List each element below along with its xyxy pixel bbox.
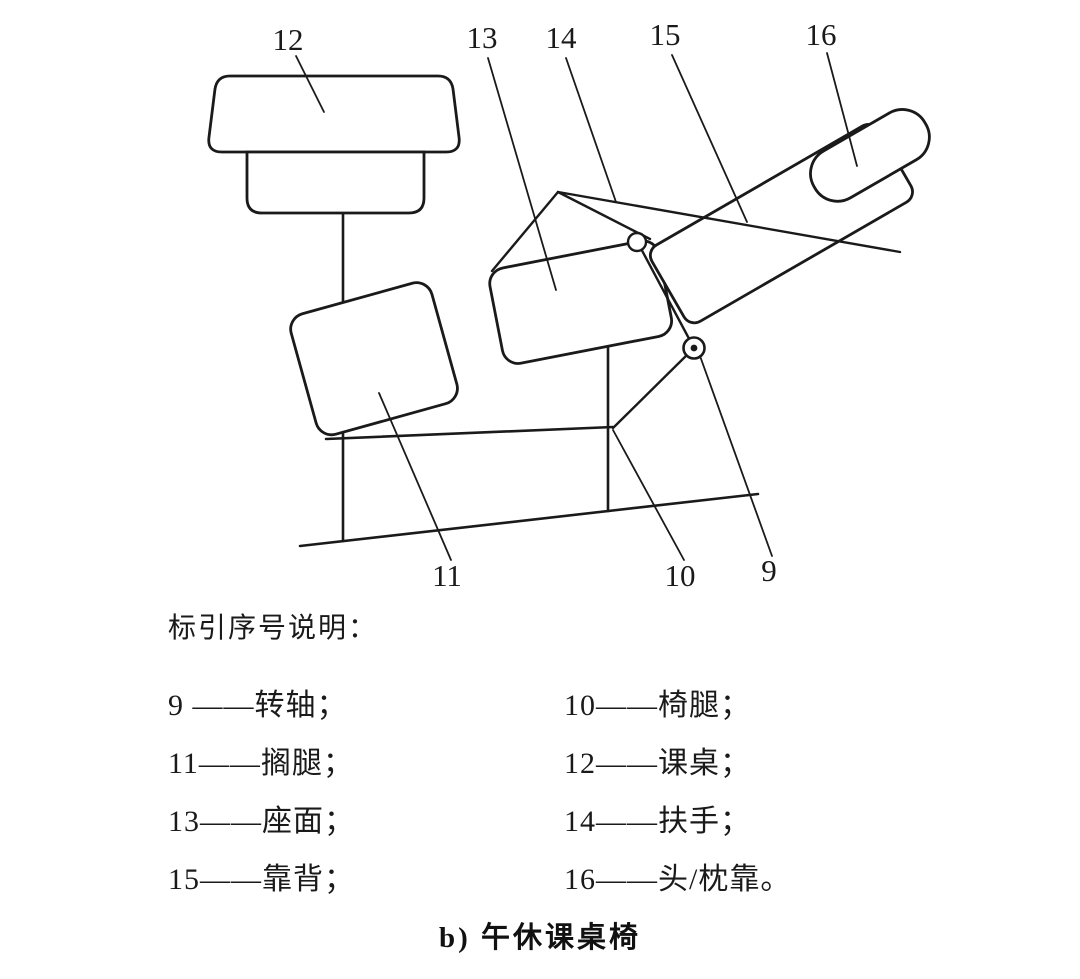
legend-title: 标引序号说明： <box>168 613 379 644</box>
leader-9 <box>699 355 773 557</box>
legend-item-14: 14——扶手； <box>564 805 751 838</box>
legend-item-12: 12——课桌； <box>564 747 751 780</box>
legend-item-15: 15——靠背； <box>168 863 355 896</box>
part-label-15: 15 <box>650 17 681 52</box>
base-rail <box>298 492 760 548</box>
part-label-16: 16 <box>806 17 837 52</box>
leader-14 <box>565 57 617 203</box>
leader-13 <box>487 57 557 291</box>
part-label-14: 14 <box>546 20 578 55</box>
leader-lines <box>295 52 858 561</box>
nap-desk-chair-diagram: 12 13 14 15 16 11 10 9 <box>207 17 931 593</box>
legend: 9 ——转轴； 10——椅腿； 11——搁腿； 12——课桌； 13——座面； … <box>168 680 791 912</box>
leader-15 <box>671 54 748 223</box>
desk-box <box>245 150 426 215</box>
leg-rest-panel <box>289 281 459 437</box>
link-leg <box>611 346 696 430</box>
legend-item-10: 10——椅腿； <box>564 689 751 722</box>
link-seat <box>636 241 696 350</box>
desk-top <box>207 74 461 154</box>
armrest-strut-left <box>490 190 560 273</box>
leader-16 <box>826 52 858 167</box>
seat-beam <box>324 425 615 441</box>
leader-11 <box>378 392 452 561</box>
legend-item-16: 16——头/枕靠。 <box>564 863 792 896</box>
armrest-mechanism <box>490 190 902 430</box>
armrest-strut-right <box>556 190 652 241</box>
legend-item-9: 9 ——转轴； <box>168 689 348 722</box>
desk <box>207 74 461 215</box>
part-label-11: 11 <box>432 558 462 593</box>
part-label-9: 9 <box>761 553 777 588</box>
figure-caption: b) 午休课桌椅 <box>438 922 642 954</box>
part-labels: 12 13 14 15 16 11 10 9 <box>273 17 837 593</box>
armrest-bar <box>556 190 902 254</box>
pivot-center <box>690 344 698 352</box>
part-label-13: 13 <box>467 20 498 55</box>
part-label-12: 12 <box>273 22 304 57</box>
legend-item-13: 13——座面； <box>168 805 355 838</box>
legend-item-11: 11——搁腿； <box>168 747 354 780</box>
headrest <box>809 108 931 203</box>
leader-12 <box>295 55 325 113</box>
leader-10 <box>612 429 685 561</box>
pivot <box>682 336 706 360</box>
armrest-joint <box>626 231 648 253</box>
part-label-10: 10 <box>665 558 696 593</box>
